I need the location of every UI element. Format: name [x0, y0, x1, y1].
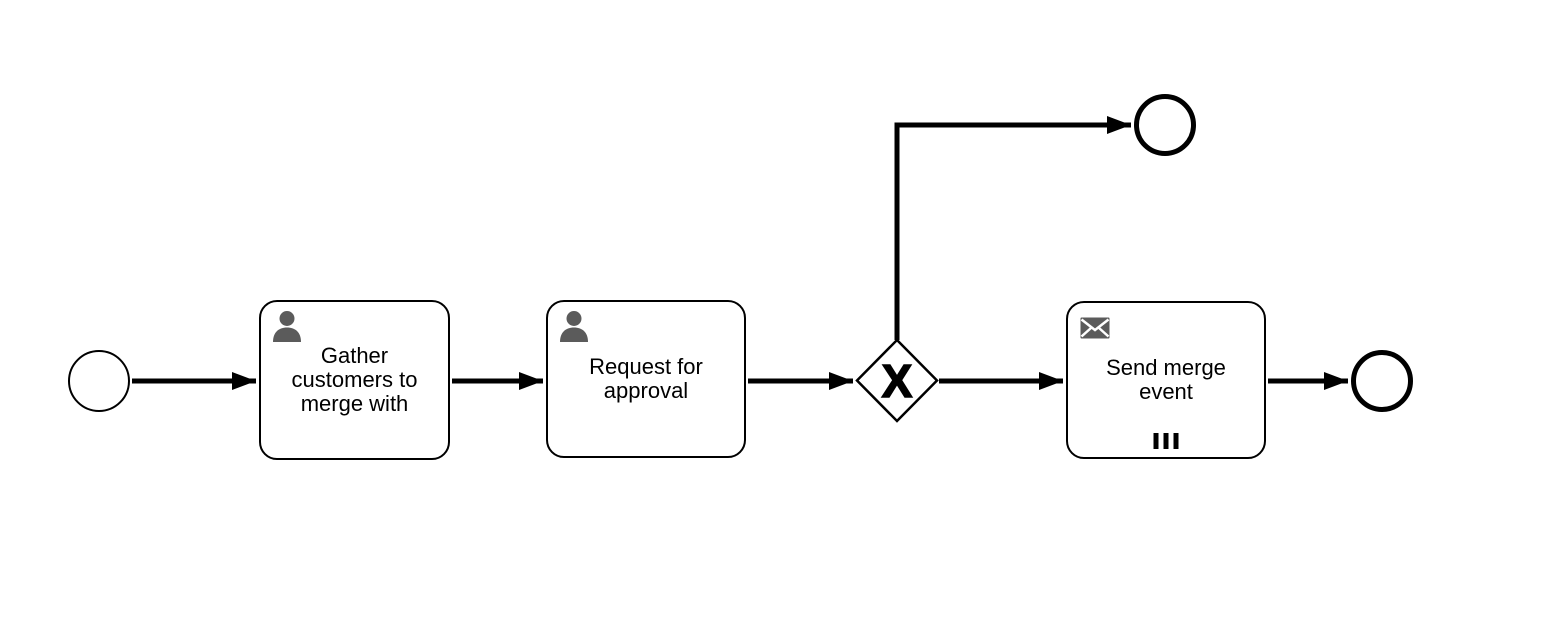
user-icon — [273, 311, 301, 342]
user-task-gather-customers[interactable]: Gather customers to merge with — [259, 300, 450, 460]
sequence-flow-gateway-to-top-end[interactable] — [894, 116, 1131, 340]
task-label: Send merge event — [1106, 355, 1226, 404]
end-event-right[interactable] — [1351, 350, 1413, 412]
end-event-top[interactable] — [1134, 94, 1196, 156]
exclusive-gateway-diamond[interactable] — [855, 338, 939, 423]
start-event[interactable] — [68, 350, 130, 412]
message-icon — [1080, 317, 1110, 339]
user-task-request-approval[interactable]: Request for approval — [546, 300, 746, 458]
gateway-x-marker: X — [882, 355, 913, 407]
multi-instance-parallel-marker — [1153, 433, 1179, 449]
task-label: Gather customers to merge with — [291, 343, 418, 416]
user-icon — [560, 311, 588, 342]
send-task-send-merge-event[interactable]: Send merge event — [1066, 301, 1266, 459]
task-label: Request for approval — [589, 354, 703, 403]
exclusive-gateway[interactable]: X — [855, 338, 939, 423]
